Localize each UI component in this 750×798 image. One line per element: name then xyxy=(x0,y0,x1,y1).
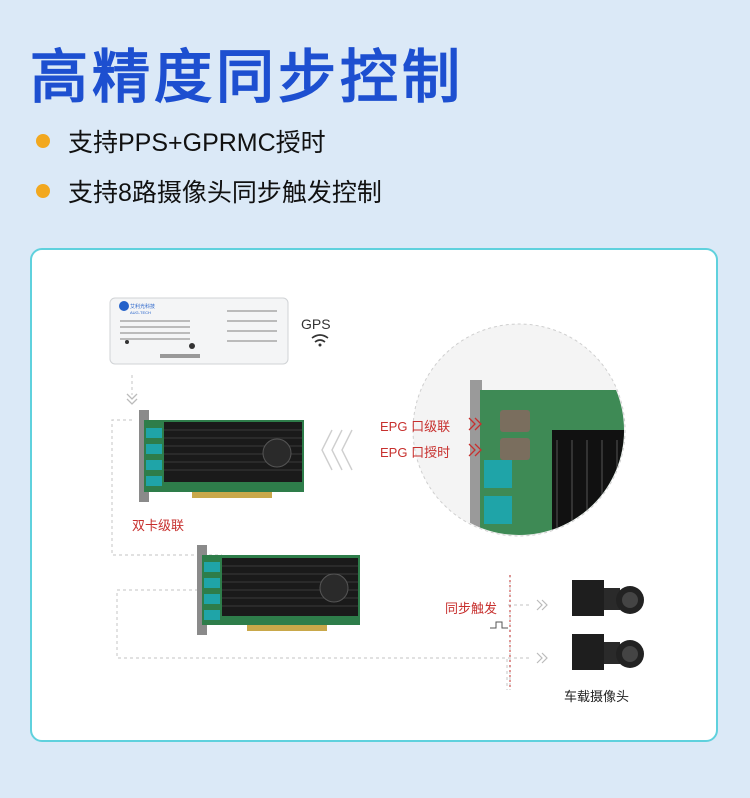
gps-label: GPS xyxy=(301,316,331,332)
chevron-left-icon xyxy=(321,429,353,471)
epg-cascade-label: EPG 口级联 xyxy=(380,419,451,434)
diagram-svg xyxy=(109,297,644,690)
dual-card-label: 双卡级联 xyxy=(132,518,185,533)
feature-item-1: 支持PPS+GPRMC授时 xyxy=(36,126,326,157)
zoom-detail xyxy=(412,323,626,537)
feature-item-2: 支持8路摄像头同步触发控制 xyxy=(36,176,382,207)
device-brand-en: AUG-TECH xyxy=(130,310,151,315)
camera-2-icon xyxy=(572,634,644,670)
pulse-icon xyxy=(490,621,508,629)
epg-timing-label: EPG 口授时 xyxy=(380,445,451,460)
capture-card-2 xyxy=(197,545,360,635)
page-title: 高精度同步控制 xyxy=(30,45,465,110)
device-brand: 艾利光科技 xyxy=(130,304,156,310)
feature-text: 支持PPS+GPRMC授时 xyxy=(68,129,326,157)
diagram-panel: 艾利光科技 AUG-TECH GPS EPG 口级联 EPG 口授时 双卡级联 … xyxy=(30,248,718,742)
chevron-right-icon xyxy=(536,599,548,664)
chevron-down-icon xyxy=(126,393,138,405)
wifi-icon xyxy=(311,334,329,347)
capture-card-1 xyxy=(139,410,304,502)
chevron-right-icon xyxy=(468,417,482,457)
camera-1-icon xyxy=(572,580,644,616)
bullet-icon xyxy=(36,184,50,198)
time-sync-device xyxy=(109,297,289,365)
fan-icon xyxy=(262,438,292,468)
feature-text: 支持8路摄像头同步触发控制 xyxy=(68,179,382,207)
camera-label: 车载摄像头 xyxy=(564,689,630,704)
sync-trigger-label: 同步触发 xyxy=(445,601,498,616)
bullet-icon xyxy=(36,134,50,148)
fan-icon xyxy=(319,573,349,603)
brand-logo-icon xyxy=(119,301,129,311)
